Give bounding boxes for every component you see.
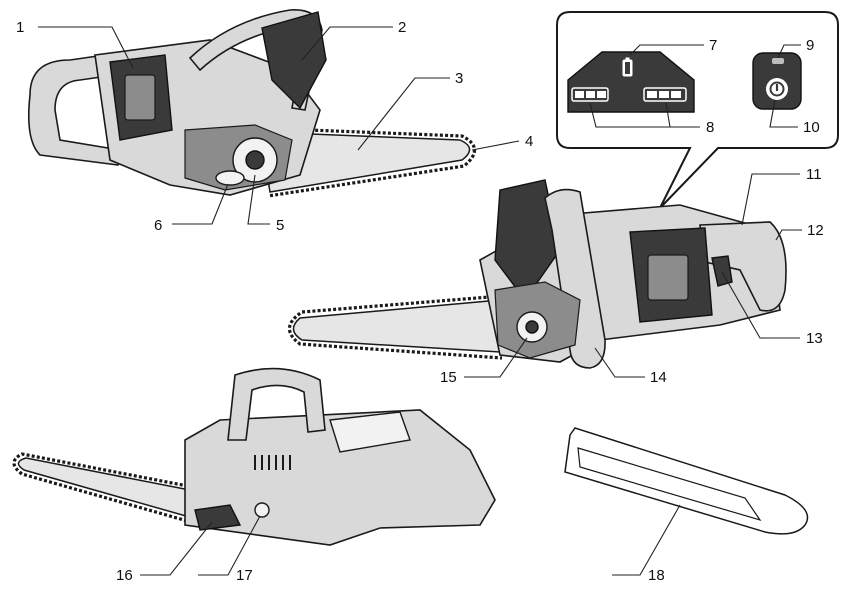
leader-10 xyxy=(769,99,798,128)
callout-9: 9 xyxy=(806,37,814,54)
callout-5: 5 xyxy=(276,217,284,234)
chainsaw-front-view xyxy=(287,179,787,369)
control-panel-callout xyxy=(556,11,839,209)
callout-7: 7 xyxy=(709,37,717,54)
callout-11: 11 xyxy=(806,166,822,183)
leader-5 xyxy=(247,174,270,225)
leader-11 xyxy=(741,173,800,226)
guide-bar-front xyxy=(292,299,501,353)
leader-4 xyxy=(471,140,520,151)
leader-2 xyxy=(301,26,393,61)
leader-17 xyxy=(198,515,261,576)
knob-center-front xyxy=(525,320,539,334)
chainsaw-side-view xyxy=(27,9,477,198)
callout-3: 3 xyxy=(455,70,463,87)
leader-12 xyxy=(775,229,802,241)
callout-10: 10 xyxy=(803,119,820,136)
battery-icon xyxy=(622,57,633,77)
saw-chain-front xyxy=(287,294,503,360)
callout-12: 12 xyxy=(807,222,824,239)
top-handle xyxy=(227,367,326,441)
front-handle-14 xyxy=(544,188,606,369)
chainsaw-top-view xyxy=(12,367,496,546)
rear-handle xyxy=(27,49,152,166)
callout-15: 15 xyxy=(440,369,457,386)
battery-window xyxy=(124,74,156,121)
leader-18 xyxy=(612,504,681,576)
callout-labels: 1 2 3 4 5 6 7 8 9 10 11 12 13 14 15 16 1… xyxy=(16,19,824,584)
front-handle xyxy=(188,9,323,111)
knob-center xyxy=(245,150,265,170)
leader-16 xyxy=(140,521,213,576)
leader-3 xyxy=(357,77,450,151)
guide-bar-top xyxy=(17,457,201,521)
battery-pack-top xyxy=(329,411,411,453)
front-hand-guard xyxy=(494,179,561,302)
callout-1: 1 xyxy=(16,19,24,36)
leader-1 xyxy=(38,26,134,69)
leader-13 xyxy=(721,271,800,339)
guide-bar-cover-slot xyxy=(577,447,762,522)
callout-16: 16 xyxy=(116,567,133,584)
cooling-vents xyxy=(254,455,291,470)
rear-handle-12 xyxy=(699,221,787,312)
leader-7 xyxy=(629,44,704,56)
leader-8 xyxy=(589,102,700,128)
callout-14: 14 xyxy=(650,369,667,386)
leader-6 xyxy=(172,183,229,225)
adjusting-screw-17 xyxy=(254,502,270,518)
callout-8: 8 xyxy=(706,119,714,136)
battery-level-right xyxy=(643,87,687,102)
callout-6: 6 xyxy=(154,217,162,234)
callout-2: 2 xyxy=(398,19,406,36)
saw-chain-top xyxy=(12,452,199,526)
trigger-13 xyxy=(711,255,733,287)
battery-window-front xyxy=(647,254,689,301)
callout-18: 18 xyxy=(648,567,665,584)
power-indicator-lamp xyxy=(772,58,784,64)
leader-9 xyxy=(777,44,801,59)
lever-6 xyxy=(215,170,245,186)
leader-14 xyxy=(594,347,645,378)
callout-13: 13 xyxy=(806,330,823,347)
power-icon xyxy=(766,78,788,100)
leader-lines xyxy=(38,26,802,576)
callout-17: 17 xyxy=(236,567,253,584)
chain-brake-lever-2 xyxy=(261,11,327,110)
callout-4: 4 xyxy=(525,133,533,150)
leader-15 xyxy=(464,337,528,378)
saw-chain-4 xyxy=(257,126,477,198)
battery-level-left xyxy=(571,87,609,102)
guide-bar-3 xyxy=(259,131,471,193)
chain-oil-part-16 xyxy=(194,504,242,531)
